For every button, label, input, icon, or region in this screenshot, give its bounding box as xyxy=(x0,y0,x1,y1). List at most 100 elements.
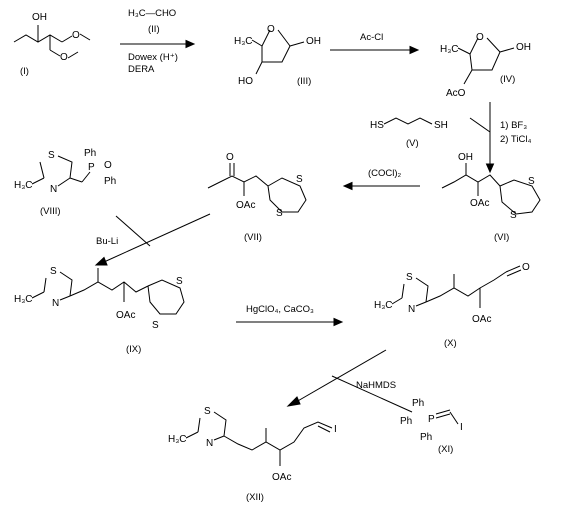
reagent-bf3: 1) BF₃ xyxy=(500,120,527,131)
compound-XI-ph2: Ph xyxy=(400,416,412,427)
reagent-buli: Bu-Li xyxy=(96,236,118,247)
compound-IV: H₃C O OH AcO (IV) xyxy=(440,32,531,99)
compound-X-ring-c xyxy=(415,301,427,307)
compound-VIII-ring-a xyxy=(39,161,45,179)
compound-IX-dithiane xyxy=(147,279,185,315)
arrow-5-head xyxy=(94,256,108,266)
compound-XI-ph3: Ph xyxy=(420,432,432,443)
compound-IV-oh-bond xyxy=(499,47,515,53)
compound-X-label: (X) xyxy=(444,338,457,349)
compound-XII-ring-a xyxy=(197,417,201,433)
compound-V-hs: HS xyxy=(370,120,384,131)
compound-VII: O OAc S S (VII) xyxy=(207,152,307,243)
compound-VIII-me-bond xyxy=(31,177,45,185)
arrow-7-branch xyxy=(331,375,413,413)
compound-XII-chain xyxy=(223,421,333,451)
compound-VIII-o: O xyxy=(104,160,112,171)
compound-I-o2: O xyxy=(72,30,80,41)
compound-VIII-ring-c xyxy=(57,177,71,187)
reagent-acetaldehyde: H₃C—CHO xyxy=(128,8,176,19)
compound-VIII-ph1: Ph xyxy=(84,148,96,159)
compound-VIII-s: S xyxy=(48,150,55,161)
reagent-nahmds: NaHMDS xyxy=(356,380,396,391)
compound-IV-me: H₃C xyxy=(440,44,459,55)
compound-VIII-ch2 xyxy=(69,177,83,183)
compound-VII-o: O xyxy=(226,152,234,163)
compound-VI-dithiane xyxy=(499,179,541,215)
compound-II-label: (II) xyxy=(148,24,160,35)
compound-VIII-me: H₃C xyxy=(14,180,33,191)
compound-X-me-bond xyxy=(391,297,403,305)
compound-I-label: (I) xyxy=(20,66,29,77)
compound-IX-s: S xyxy=(50,266,57,277)
compound-V-label: (V) xyxy=(406,138,419,149)
compound-IV-label: (IV) xyxy=(500,74,515,85)
compound-III-ring-o: O xyxy=(267,24,275,35)
arrow-step-4: (COCl)₂ xyxy=(342,168,420,191)
compound-VIII: H₃C S N P O Ph Ph (VIII) xyxy=(14,148,116,217)
compound-XII-oac: OAc xyxy=(272,472,291,483)
compound-VII-s2: S xyxy=(276,208,283,219)
arrow-step-5: Bu-Li xyxy=(94,213,211,266)
compound-VI-s1: S xyxy=(528,176,535,187)
compound-VII-oac: OAc xyxy=(236,200,255,211)
compound-XI-p: P xyxy=(428,414,435,425)
arrow-6-head xyxy=(333,317,344,327)
compound-XII-s: S xyxy=(204,406,211,417)
reagent-hgclo4: HgClO₄, CaCO₃ xyxy=(246,304,314,315)
compound-V-sh: SH xyxy=(434,120,448,131)
arrow-step-1: H₃C—CHO (II) Dowex (H⁺) DERA xyxy=(120,8,196,75)
compound-IX-s2: S xyxy=(152,320,159,331)
compound-VI-oh: OH xyxy=(458,152,473,163)
compound-I-o1: O xyxy=(60,52,68,63)
arrow-step-2: Ac-Cl xyxy=(330,32,420,55)
compound-VI-oac: OAc xyxy=(470,198,489,209)
compound-X-ring-b xyxy=(415,277,429,303)
compound-III-ring-a xyxy=(261,29,271,47)
compound-X-ring-a xyxy=(401,283,405,299)
compound-III-ho-bond xyxy=(255,61,263,75)
compound-I-me1 xyxy=(67,51,79,59)
compound-I-ome-bond-1b xyxy=(49,49,61,57)
compound-IV-oac-bond xyxy=(463,69,473,85)
arrow-5-shaft xyxy=(103,213,211,263)
compound-XII-ring-b xyxy=(213,411,227,437)
compound-I-ome-bond-2 xyxy=(61,35,73,43)
compound-X-oac: OAc xyxy=(472,314,491,325)
compound-IX-ring-a xyxy=(43,277,47,293)
compound-XI-pc-1 xyxy=(435,409,451,415)
compound-XI-pc-2 xyxy=(435,413,451,419)
compound-VI-s2: S xyxy=(510,210,517,221)
arrow-5-branch xyxy=(115,215,151,247)
compound-VIII-label: (VIII) xyxy=(40,206,61,217)
compound-IV-oh: OH xyxy=(516,42,531,53)
compound-XII-i: I xyxy=(334,424,337,435)
compound-IX-me: H₃C xyxy=(14,294,33,305)
compound-X-me: H₃C xyxy=(374,300,393,311)
compound-XII-ring-c xyxy=(213,435,225,441)
compound-X-cho-1 xyxy=(505,265,521,273)
arrow-7-head xyxy=(286,396,301,407)
compound-VI-label: (VI) xyxy=(494,232,509,243)
compound-III-oh-bond xyxy=(289,41,305,47)
compound-IV-me-bond xyxy=(457,47,471,55)
compound-III-ring-b xyxy=(261,29,291,63)
arrow-4-head xyxy=(342,181,353,191)
compound-IX-label: (IX) xyxy=(126,344,141,355)
compound-III: H₃C O OH HO (III) xyxy=(234,24,321,87)
compound-VIII-p-bond xyxy=(81,171,91,183)
compound-X-n: N xyxy=(408,304,415,315)
compound-V: HS SH (V) xyxy=(370,117,448,149)
compound-XI-i: I xyxy=(460,422,463,433)
compound-III-me: H₃C xyxy=(234,36,253,47)
compound-III-ho: HO xyxy=(238,76,253,87)
compound-VIII-ph2: Ph xyxy=(104,176,116,187)
compound-III-me-bond xyxy=(251,39,263,47)
compound-IX-n: N xyxy=(52,298,59,309)
arrow-2-head xyxy=(409,45,420,55)
compound-VIII-ring-b xyxy=(57,155,73,179)
reagent-oxalyl-chloride: (COCl)₂ xyxy=(368,168,402,179)
compound-VIII-n: N xyxy=(50,184,57,195)
compound-XI: Ph Ph Ph P I (XI) xyxy=(400,398,463,455)
compound-I-me2 xyxy=(79,33,91,41)
